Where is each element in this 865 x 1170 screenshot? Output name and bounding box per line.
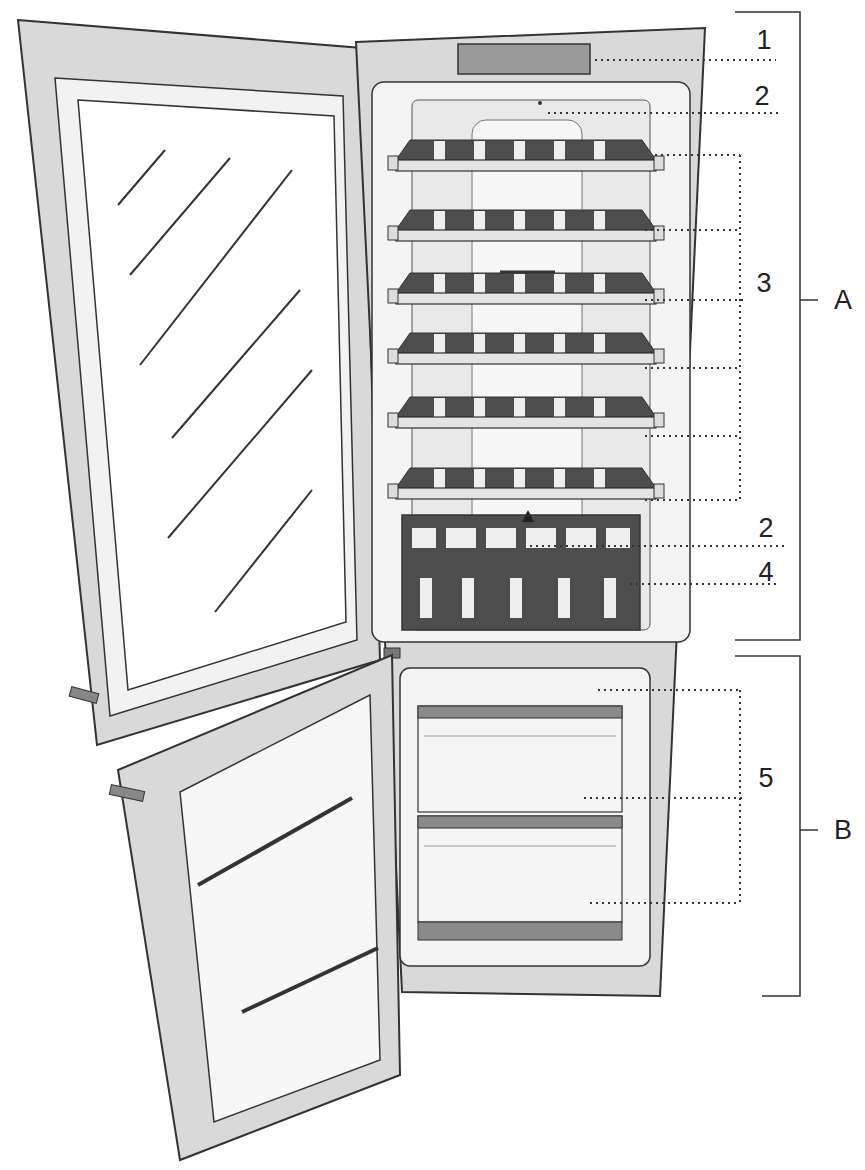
callout-number: 1 [756, 27, 771, 54]
callout-number: 4 [758, 557, 773, 587]
freezer-drawer [418, 706, 622, 812]
lower-interior [400, 668, 650, 966]
shelf [388, 468, 664, 499]
sensor [538, 101, 542, 105]
freezer-drawer [418, 816, 622, 922]
door-handle [109, 785, 144, 802]
callout-number: 2 [758, 513, 773, 543]
callout-number: 1 [756, 25, 771, 55]
freezer-drawer [418, 922, 622, 940]
callout-number: 5 [758, 765, 773, 792]
callout-number: 4 [758, 559, 773, 586]
callout-number: 3 [756, 268, 771, 298]
section-letter: B [834, 815, 852, 845]
callout-number: 2 [758, 515, 773, 542]
door-bar [242, 948, 378, 1012]
shelf [388, 140, 664, 171]
door-handle [69, 687, 99, 704]
bracket [735, 12, 818, 996]
upper-interior [372, 82, 690, 642]
callout-number: 2 [754, 81, 769, 111]
door-bar [198, 798, 352, 885]
callout-number: 2 [754, 83, 769, 110]
bottom-drawer [402, 510, 640, 630]
upper-door [18, 20, 380, 745]
shelf [388, 333, 664, 364]
shelf [388, 397, 664, 428]
section-letter: B [834, 817, 852, 844]
door-glass [78, 100, 346, 690]
section-letter: A [834, 287, 852, 314]
door-frame [55, 78, 357, 716]
leader-lines [530, 60, 784, 903]
section-letter: A [834, 285, 852, 315]
lower-door-frame [180, 695, 380, 1122]
control-panel [458, 44, 590, 74]
shelf [388, 273, 664, 304]
lower-door [118, 655, 400, 1160]
glass-reflection [118, 150, 312, 612]
callout-number: 5 [758, 763, 773, 793]
shelf [388, 210, 664, 241]
callout-number: 3 [756, 270, 771, 297]
cabinet [356, 28, 705, 996]
